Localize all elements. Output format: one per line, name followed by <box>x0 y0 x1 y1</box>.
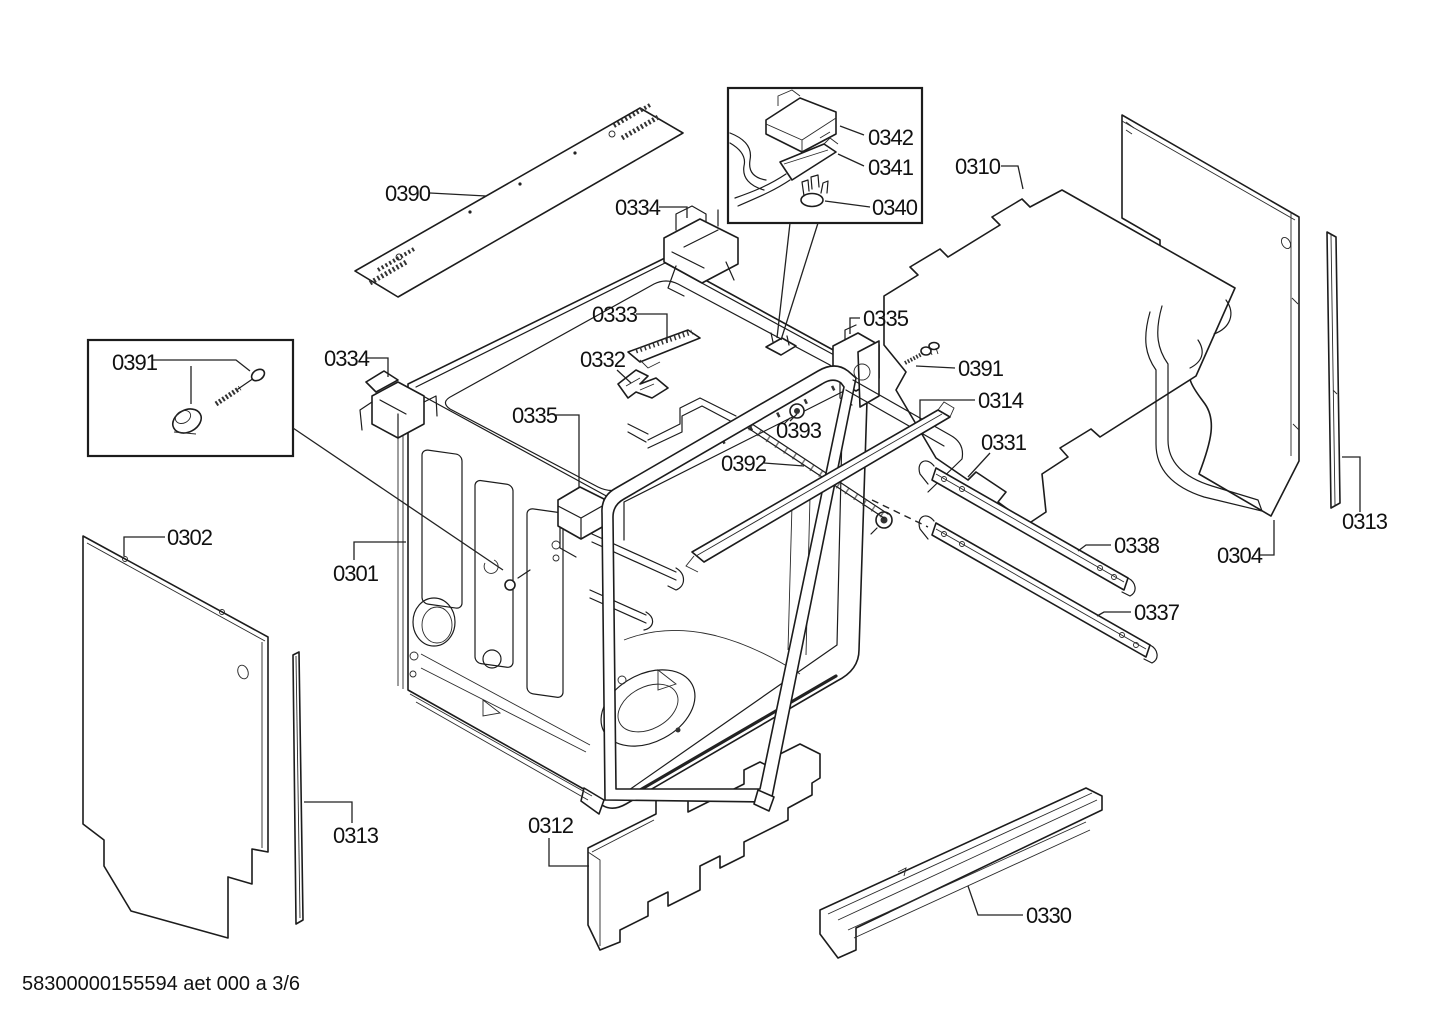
leader-0301 <box>353 541 406 560</box>
callout-0337: 0337 <box>1134 600 1180 625</box>
clamp-bracket-0334-top <box>663 205 739 297</box>
leader-0333 <box>636 313 668 343</box>
tub-assembly-0301 <box>397 257 869 815</box>
clip-0340-mounted <box>765 332 797 356</box>
inset-pointer-v <box>776 222 819 341</box>
leader-0302 <box>123 536 165 556</box>
rack-0333 <box>627 329 701 369</box>
interior-rail-lower <box>589 589 654 631</box>
footer-doc-code: 58300000155594 aet 000 a 3/6 <box>22 973 300 995</box>
leader-0335-left <box>556 414 580 487</box>
callout-0342: 0342 <box>868 125 914 150</box>
callout-0335-right: 0335 <box>863 306 909 331</box>
callout-0390: 0390 <box>385 181 431 206</box>
callout-0331: 0331 <box>981 430 1027 455</box>
callout-0334-top: 0334 <box>615 195 661 220</box>
leader-0332 <box>616 369 632 384</box>
callout-0332: 0332 <box>580 347 626 372</box>
assembly-dashed-line <box>871 499 929 528</box>
harness-channel <box>627 397 737 449</box>
leader-0337 <box>1096 611 1131 617</box>
clip-0340 <box>800 174 829 208</box>
screw-0393-top <box>783 403 805 425</box>
leader-0392 <box>763 462 805 467</box>
leader-0304 <box>1260 520 1275 556</box>
leader-0310 <box>1001 165 1024 190</box>
bracket-0332 <box>617 369 669 399</box>
frame-back-corner <box>845 379 964 493</box>
connector-0342 <box>765 89 837 153</box>
wire-harness <box>729 132 791 207</box>
grommet-0391 <box>171 408 203 435</box>
callout-0334-left: 0334 <box>324 346 370 371</box>
callout-0393: 0393 <box>776 418 822 443</box>
detail-inset-fastener <box>86 338 531 591</box>
insulation-strap <box>1145 305 1263 512</box>
leader-0334-top <box>659 206 688 218</box>
leader-0314 <box>919 399 975 420</box>
leader-0393 <box>789 413 798 422</box>
callout-0313-left: 0313 <box>333 823 379 848</box>
callout-0310: 0310 <box>955 154 1001 179</box>
callout-0392: 0392 <box>721 451 767 476</box>
leader-0340 <box>824 200 871 208</box>
callouts: 0390 0334 0342 0341 0340 0310 0335 0391 … <box>112 125 1389 928</box>
screw-0391-right <box>904 341 940 365</box>
slide-rail-0338 <box>918 460 1136 597</box>
top-strip-0390 <box>354 103 684 298</box>
door-panel-0302 <box>82 535 269 939</box>
leader-0331 <box>967 452 991 478</box>
inset-pointer-line <box>292 427 504 571</box>
leader-0390 <box>429 192 487 197</box>
side-strip-0313-right <box>1326 231 1341 509</box>
callout-0391-right: 0391 <box>958 356 1004 381</box>
callout-0341: 0341 <box>868 155 914 180</box>
latch-0335-right <box>832 324 880 408</box>
slide-rail-0337 <box>918 515 1158 664</box>
callout-0314: 0314 <box>978 388 1024 413</box>
leader-0334-left <box>367 357 389 377</box>
callout-0304: 0304 <box>1217 543 1263 568</box>
rod-0392 <box>747 423 889 520</box>
plug-0341 <box>779 137 839 181</box>
callout-0333: 0333 <box>592 302 638 327</box>
screw-0391 <box>214 368 266 407</box>
callout-0313-right: 0313 <box>1342 509 1388 534</box>
leader-0313-left <box>304 801 353 823</box>
screw-target-on-tub <box>504 569 531 591</box>
leader-0391-right <box>915 365 956 369</box>
base-rail-0330 <box>819 787 1103 959</box>
callout-0301: 0301 <box>333 561 379 586</box>
leader-0342 <box>839 125 865 136</box>
door-frame-0331 <box>601 365 964 812</box>
side-strip-0313-left <box>292 651 304 925</box>
door-face-panels <box>421 449 564 698</box>
leader-0312 <box>548 838 589 867</box>
callout-0312: 0312 <box>528 813 574 838</box>
callout-0340: 0340 <box>872 195 918 220</box>
tub-outline <box>407 257 869 809</box>
leader-0335-right <box>849 317 860 334</box>
detail-inset-harness <box>726 86 924 225</box>
leader-0341 <box>837 153 865 167</box>
callout-0338: 0338 <box>1114 533 1160 558</box>
callout-0391-inset: 0391 <box>112 350 158 375</box>
top-rail-0314 <box>685 401 955 573</box>
callout-0335-left: 0335 <box>512 403 558 428</box>
hinge-bracket-0334-left <box>359 370 438 439</box>
callout-0302: 0302 <box>167 525 213 550</box>
callout-0330: 0330 <box>1026 903 1072 928</box>
leader-0313-right <box>1342 456 1361 512</box>
leader-0330 <box>967 885 1023 916</box>
leader-0391-inset-a <box>153 359 251 372</box>
insulation-panel-0310 <box>883 189 1263 525</box>
leader-0338 <box>1077 544 1111 552</box>
